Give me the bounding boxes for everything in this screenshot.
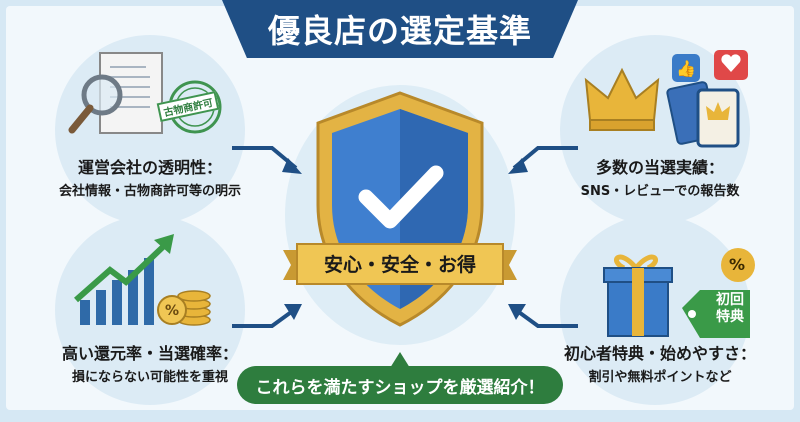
first-time-tag: 初回 特典 [716,292,744,325]
percent-badge: % [729,255,746,274]
gift-tag-icon [603,248,755,338]
callout-banner: これらを満たすショップを厳選紹介！ [237,352,563,404]
svg-text:👍: 👍 [676,59,696,78]
title-banner: 優良店の選定基準 [222,0,578,58]
criterion-return-rate: 高い還元率・当選確率： 損にならない可能性を重視 [61,344,238,385]
shield-icon [316,91,484,327]
growth-chart-icon: % [74,234,211,326]
page-title: 優良店の選定基準 [267,12,532,50]
document-magnifier-icon [68,52,222,134]
crown-cards-icon: 👍 [584,50,748,148]
arrow-icon [232,304,302,328]
criterion-beginner-perks: 初心者特典・始めやすさ： 割引や無料ポイントなど [563,344,756,385]
criterion-track-record: 多数の当選実績： SNS・レビューでの報告数 [580,158,740,199]
percent-coin: % [165,303,179,319]
arrow-icon [508,146,578,174]
ribbon [283,243,517,285]
arrow-icon [232,146,302,174]
ribbon-text: 安心・安全・お得 [323,254,476,276]
arrow-icon [508,304,578,328]
criterion-transparency: 運営会社の透明性： 会社情報・古物商許可等の明示 [58,158,241,199]
